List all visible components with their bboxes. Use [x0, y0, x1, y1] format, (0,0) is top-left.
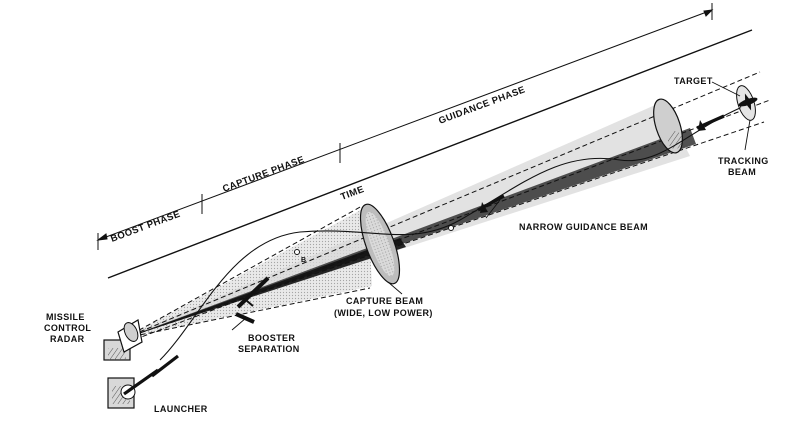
boost-phase-label: BOOST PHASE	[109, 209, 182, 245]
target-aircraft-icon	[738, 93, 758, 111]
target-label: TARGET	[674, 76, 713, 86]
capture-beam-label-line1: CAPTURE BEAM	[346, 296, 423, 306]
time-axis-line	[107, 29, 753, 279]
marker-b-label: B	[301, 257, 306, 264]
narrow-guidance-beam-label: NARROW GUIDANCE BEAM	[519, 222, 648, 232]
capture-beam-label-line2: (WIDE, LOW POWER)	[334, 308, 433, 318]
tracking-beam-label-line2: BEAM	[728, 167, 756, 177]
tracking-beam-lines	[119, 71, 771, 346]
guidance-phase-label: GUIDANCE PHASE	[437, 84, 527, 126]
booster-separation-label-line2: SEPARATION	[238, 344, 300, 354]
launcher-icon	[107, 368, 159, 409]
narrow-guidance-beam	[125, 128, 696, 338]
radar-label-line3: RADAR	[50, 334, 85, 344]
phase-dimension-line	[96, 3, 714, 250]
booster-body	[235, 312, 255, 324]
missile-control-radar-icon	[103, 319, 143, 361]
launcher-label: LAUNCHER	[154, 404, 208, 414]
missile-capture-stage	[477, 194, 505, 213]
tracking-beam-label-line1: TRACKING	[718, 156, 769, 166]
missile-terminal-stage	[696, 114, 725, 131]
capture-cone	[125, 206, 372, 338]
leader-lines	[231, 81, 751, 331]
missile-booster-stage	[236, 276, 270, 309]
booster-separation-label-line1: BOOSTER	[248, 333, 295, 343]
capture-phase-label: CAPTURE PHASE	[221, 154, 306, 195]
radar-label-line2: CONTROL	[44, 323, 91, 333]
missile-trajectory	[159, 107, 741, 361]
radar-label-line1: MISSILE	[46, 312, 85, 322]
